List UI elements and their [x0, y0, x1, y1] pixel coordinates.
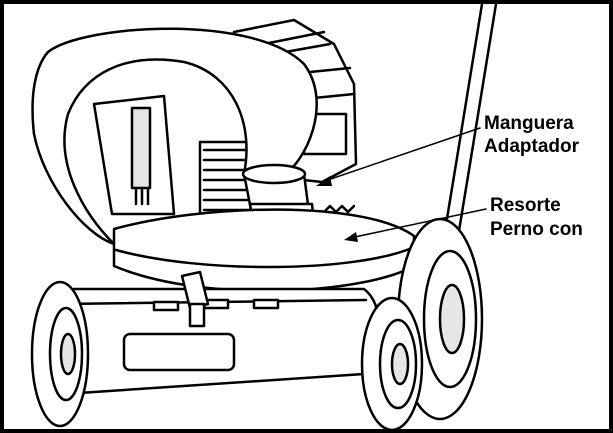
label-adaptador: Adaptador	[482, 136, 581, 157]
blower-vacuum-illustration	[30, 4, 498, 429]
impeller-housing	[112, 208, 416, 293]
label-perno-con: Perno con	[488, 219, 585, 240]
front-latch	[180, 270, 210, 328]
label-manguera: Manguera	[482, 113, 576, 134]
leader-arrowheads	[316, 176, 358, 242]
rear-wheel	[396, 217, 484, 421]
engine-left	[92, 94, 176, 216]
spring	[322, 204, 356, 214]
leader-lines	[321, 127, 487, 239]
front-left-wheel	[30, 280, 90, 428]
label-resorte: Resorte	[488, 195, 563, 216]
hose	[31, 27, 318, 246]
front-right-wheel	[360, 296, 424, 429]
